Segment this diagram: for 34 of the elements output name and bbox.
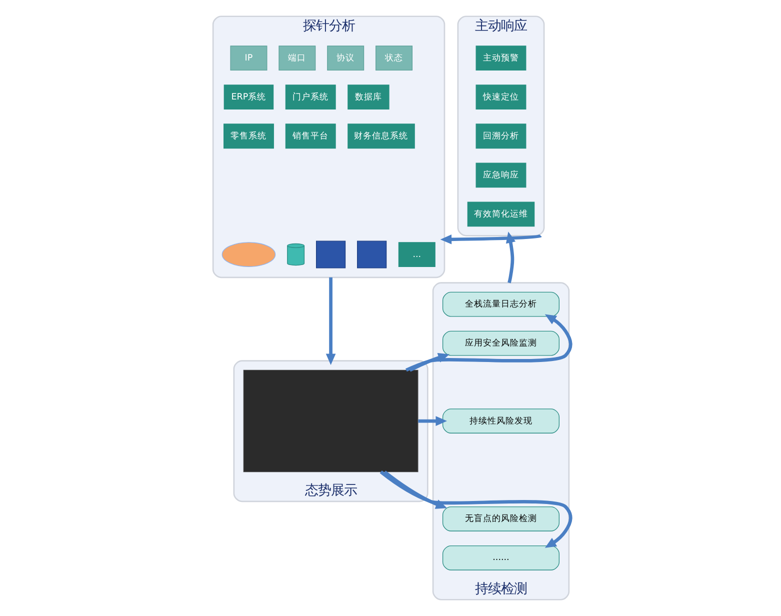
node-box: 持续性风险发现 xyxy=(442,408,560,434)
node-box: 回溯分析 xyxy=(475,124,526,149)
node-box: 主动预警 xyxy=(475,46,526,71)
node-box: 状态 xyxy=(375,46,412,71)
node-box: 全栈流量日志分析 xyxy=(442,292,560,317)
node-box: 数据库 xyxy=(347,84,389,110)
node-box: 门户系统 xyxy=(284,84,336,110)
node-box: 应用安全风险监测 xyxy=(442,330,560,356)
node-box xyxy=(316,240,346,268)
arrow xyxy=(440,234,541,244)
arrow xyxy=(418,416,446,426)
node-box xyxy=(356,240,386,268)
node-box: ERP系统 xyxy=(223,84,274,110)
node-box: 无盲点的风险检测 xyxy=(442,506,560,532)
arrow xyxy=(325,277,336,365)
arrow xyxy=(379,470,572,548)
arrow xyxy=(383,470,447,509)
cluster: 态势展示 xyxy=(232,360,428,502)
node-box: 财务信息系统 xyxy=(347,124,414,149)
arrow xyxy=(404,314,572,372)
node-box: IP xyxy=(230,46,267,71)
arrow xyxy=(408,352,450,372)
node-box: 销售平台 xyxy=(284,124,336,149)
node-box: 应急响应 xyxy=(475,162,526,188)
node-box: 快速定位 xyxy=(475,84,526,110)
node-cloud xyxy=(221,242,276,267)
node-box: 端口 xyxy=(278,46,316,71)
node-box: 零售系统 xyxy=(223,124,274,149)
node-box: 协议 xyxy=(326,46,364,71)
node-box: ...... xyxy=(442,545,560,570)
arrow xyxy=(505,232,516,284)
node-box: ... xyxy=(398,242,435,267)
node-box: 有效简化运维 xyxy=(466,202,534,227)
node-box xyxy=(242,370,418,472)
